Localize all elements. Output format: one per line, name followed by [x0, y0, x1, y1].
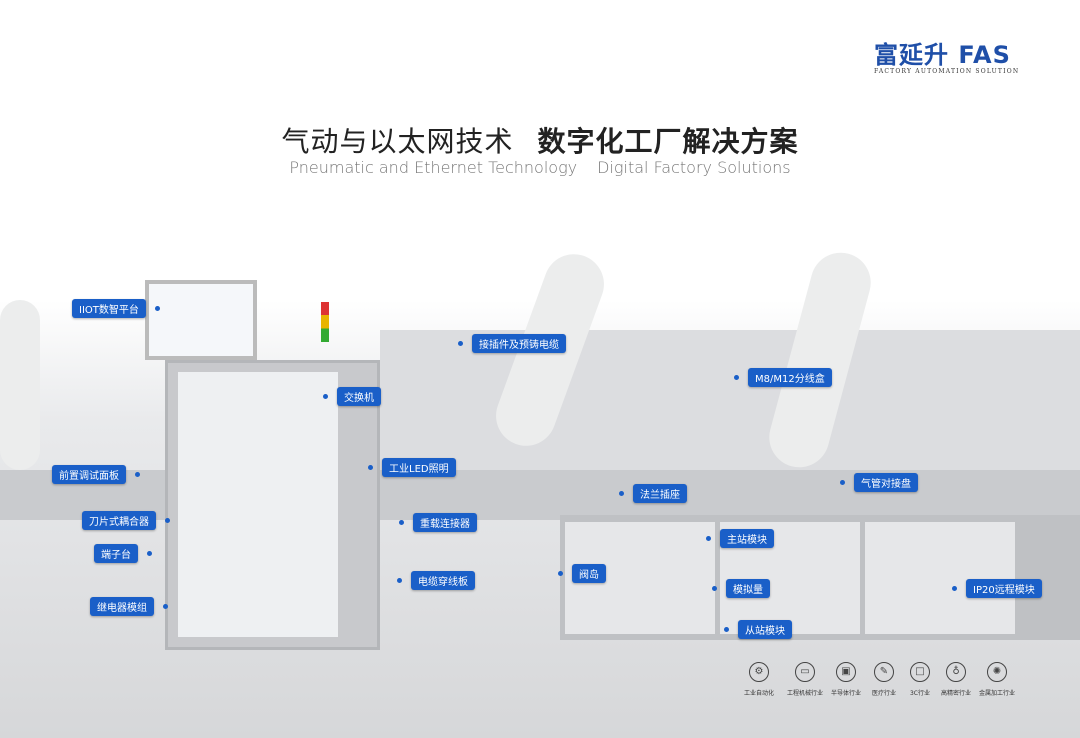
logo-name: 富延升	[874, 41, 949, 69]
industry-item: ♁高精密行业	[933, 662, 979, 697]
label-relay-module: 继电器模组	[90, 597, 168, 616]
label-debug-panel: 前置调试面板	[52, 465, 140, 484]
label-heavy-connector: 重载连接器	[399, 513, 477, 532]
label-air-tube-plate: 气管对接盘	[840, 473, 918, 492]
microscope-icon: ♁	[946, 662, 966, 682]
monitor	[145, 280, 257, 360]
label-cable-entry-plate: 电缆穿线板	[397, 571, 475, 590]
label-switch: 交换机	[323, 387, 381, 406]
cabinet-bay	[865, 522, 1015, 634]
label-blade-coupler: 刀片式耦合器	[82, 511, 170, 530]
logo-mark: FAS	[958, 41, 1011, 69]
label-flange-socket: 法兰插座	[619, 484, 687, 503]
label-iiot-platform: IIOT数智平台	[72, 299, 160, 318]
title-left: 气动与以太网技术	[281, 125, 514, 158]
conveyor-table	[0, 470, 1080, 520]
label-master-module: 主站模块	[706, 529, 774, 548]
industry-item: ✎医疗行业	[861, 662, 907, 697]
label-analog: 模拟量	[712, 579, 770, 598]
robot-arm	[0, 300, 40, 470]
label-slave-module: 从站模块	[724, 620, 792, 639]
label-led-lighting: 工业LED照明	[368, 458, 456, 477]
page-title: 气动与以太网技术数字化工厂解决方案	[0, 120, 1080, 160]
label-terminal-block: 端子台	[94, 544, 152, 563]
label-m8-m12-box: M8/M12分线盒	[734, 368, 832, 387]
industry-item: ▣半导体行业	[823, 662, 869, 697]
label-connectors-cables: 接插件及预铸电缆	[458, 334, 566, 353]
logo-tagline: FACTORY AUTOMATION SOLUTION	[874, 68, 1020, 75]
laptop-icon: □	[910, 662, 930, 682]
signal-tower	[321, 302, 329, 342]
syringe-icon: ✎	[874, 662, 894, 682]
robot-arm-icon: ⚙	[749, 662, 769, 682]
title-right: 数字化工厂解决方案	[537, 125, 799, 158]
cabinet-interior	[178, 372, 338, 637]
industry-item: ⚙工业自动化	[736, 662, 782, 697]
industry-item: ✺金属加工行业	[974, 662, 1020, 697]
page-subtitle: Pneumatic and Ethernet Technology Digital…	[0, 158, 1080, 177]
label-ip20-remote-module: IP20远程模块	[952, 579, 1042, 598]
label-valve-island: 阀岛	[558, 564, 606, 583]
gear-icon: ✺	[987, 662, 1007, 682]
subtitle-right: Digital Factory Solutions	[597, 158, 791, 177]
industry-item: ▭工程机械行业	[782, 662, 828, 697]
subtitle-left: Pneumatic and Ethernet Technology	[289, 158, 578, 177]
company-logo: 富延升 FAS FACTORY AUTOMATION SOLUTION	[874, 42, 1024, 75]
industry-item: □3C行业	[897, 662, 943, 697]
train-icon: ▭	[795, 662, 815, 682]
chip-icon: ▣	[836, 662, 856, 682]
